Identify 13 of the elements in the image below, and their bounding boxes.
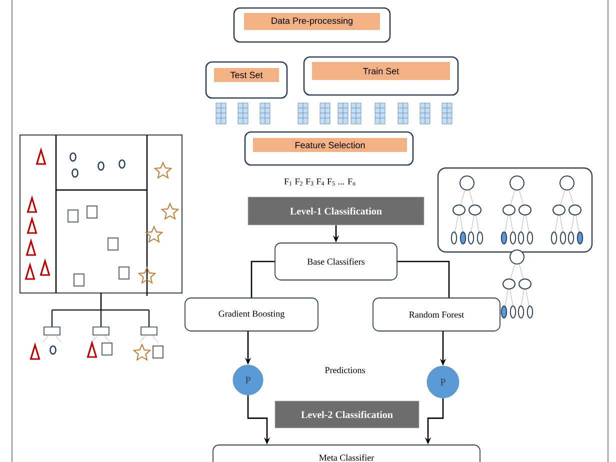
arrow xyxy=(250,260,275,298)
level-banner: Level-1 Classification xyxy=(248,196,424,226)
feature-list: F$_{1}$ F$_{2}$ F$_{3}$ F$_{4}$ F$_{5}$ ... F$_{n}$ xyxy=(284,178,356,186)
process-box: Meta Classifier xyxy=(212,444,480,462)
level-banner: Level-2 Classification xyxy=(274,400,420,428)
process-box: Gradient Boosting xyxy=(184,298,318,332)
process-box: Train Set xyxy=(303,56,459,96)
process-box: Random Forest xyxy=(372,298,500,332)
predictions-label: Predictions xyxy=(325,366,365,374)
process-box: Test Set xyxy=(205,61,288,99)
process-box: Base Classifiers xyxy=(274,242,398,280)
process-box: Feature Selection xyxy=(244,131,414,166)
process-box: Data Pre-processing xyxy=(233,7,391,43)
